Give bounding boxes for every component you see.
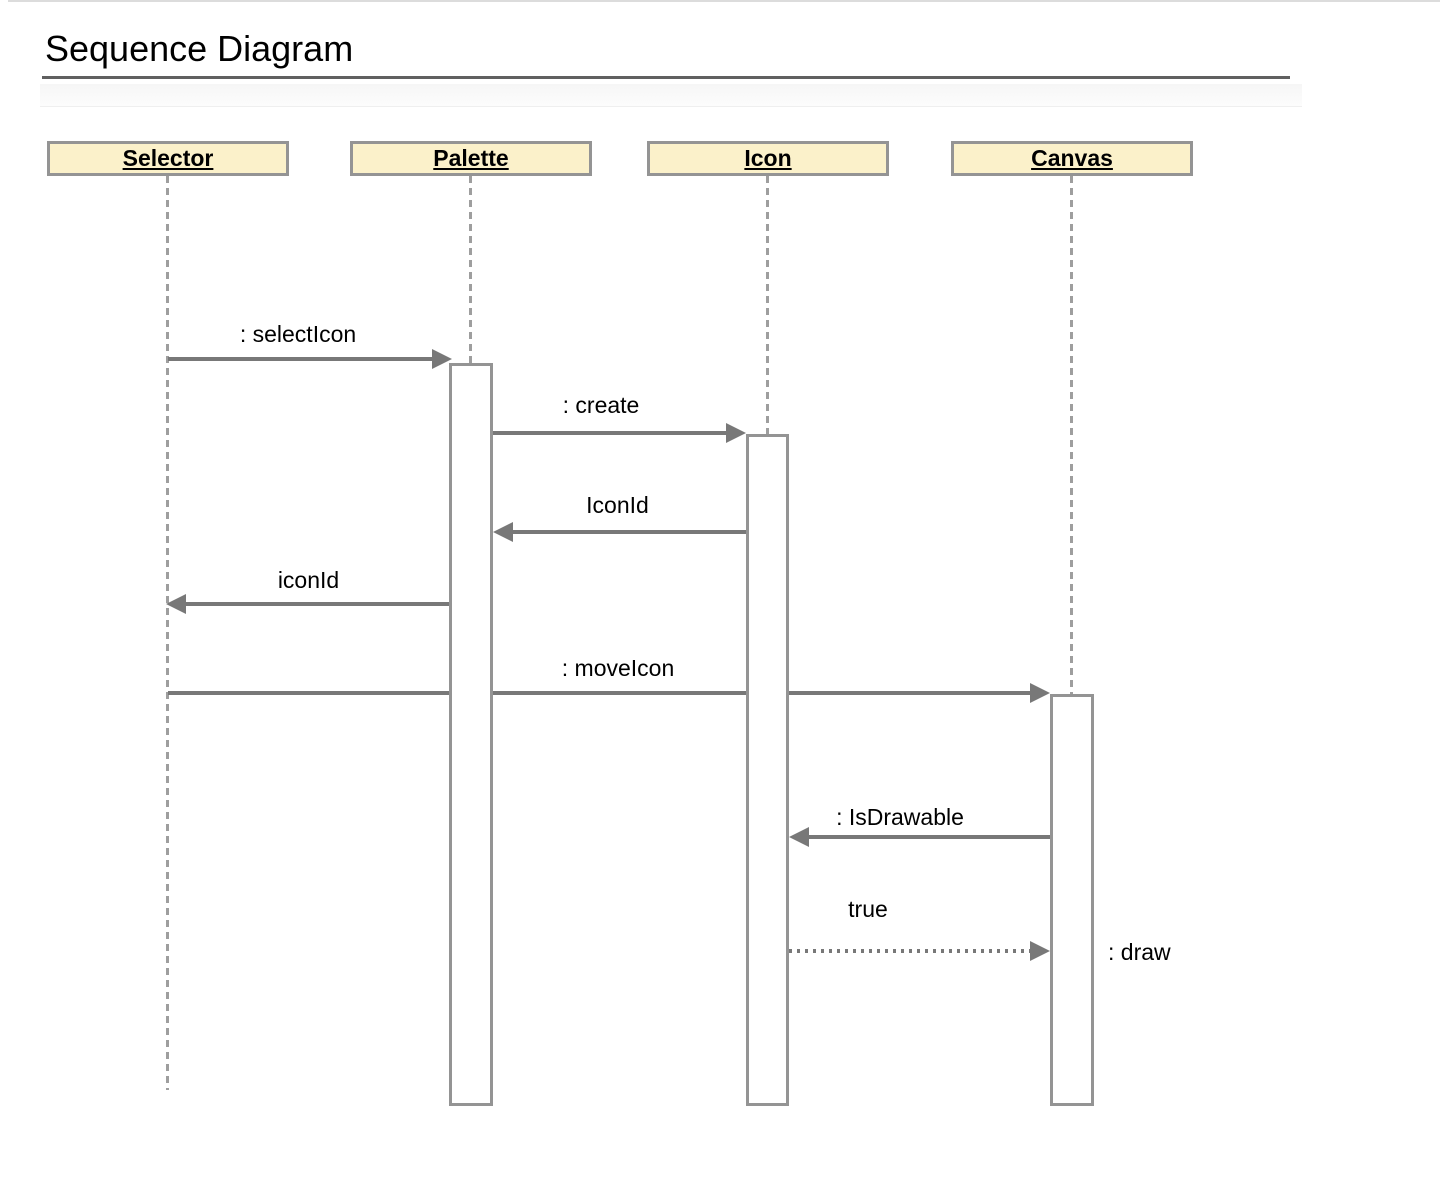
- activation-bar-palette: [449, 363, 493, 1106]
- actor-label-canvas: Canvas: [1031, 145, 1113, 171]
- lifeline-selector: [166, 176, 169, 1090]
- message-label-isdrawable: : IsDrawable: [836, 804, 964, 830]
- message-line-iconid-return: [511, 530, 746, 534]
- window-top-edge: [8, 0, 1440, 2]
- actor-label-palette: Palette: [433, 145, 509, 171]
- page-title: Sequence Diagram: [45, 28, 354, 69]
- message-label-draw: : draw: [1108, 939, 1171, 965]
- message-label-create: : create: [562, 392, 640, 418]
- message-label-iconid-to-selector: iconId: [277, 567, 340, 593]
- message-line-true-return: [789, 949, 1030, 953]
- arrowhead-right-icon: [1030, 683, 1050, 703]
- message-label-true: true: [848, 896, 888, 922]
- title-divider: [42, 76, 1290, 79]
- arrowhead-right-icon: [432, 349, 452, 369]
- actor-box-palette: Palette: [350, 141, 592, 176]
- header-band: [40, 84, 1302, 107]
- message-label-iconid-return: IconId: [586, 492, 649, 518]
- activation-bar-canvas: [1050, 694, 1094, 1106]
- actor-box-selector: Selector: [47, 141, 289, 176]
- lifeline-canvas: [1070, 176, 1073, 694]
- message-line-selecticon: [168, 357, 434, 361]
- activation-bar-icon: [746, 434, 789, 1106]
- arrowhead-left-icon: [493, 522, 513, 542]
- arrowhead-left-icon: [789, 827, 809, 847]
- lifeline-icon: [766, 176, 769, 434]
- actor-box-icon: Icon: [647, 141, 889, 176]
- message-label-selecticon: : selectIcon: [239, 321, 357, 347]
- arrowhead-left-icon: [166, 594, 186, 614]
- message-line-iconid-to-selector: [184, 602, 449, 606]
- actor-label-selector: Selector: [122, 145, 214, 171]
- actor-box-canvas: Canvas: [951, 141, 1193, 176]
- lifeline-palette: [469, 176, 472, 363]
- message-line-moveicon: [168, 691, 1030, 695]
- actor-label-icon: Icon: [744, 145, 792, 171]
- arrowhead-right-icon: [726, 423, 746, 443]
- message-line-create: [493, 431, 726, 435]
- arrowhead-right-icon: [1030, 941, 1050, 961]
- message-line-isdrawable: [807, 835, 1050, 839]
- message-label-moveicon: : moveIcon: [561, 655, 675, 681]
